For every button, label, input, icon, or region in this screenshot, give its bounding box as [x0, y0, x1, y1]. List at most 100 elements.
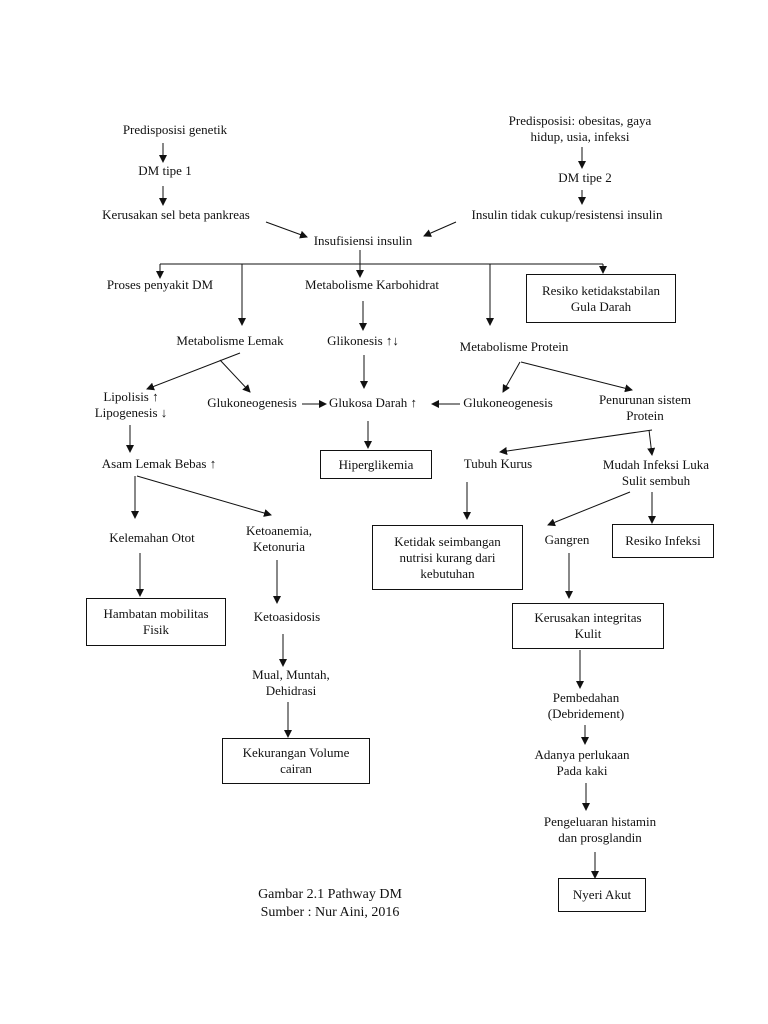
node-text-line: Ketoanemia,	[245, 523, 313, 538]
node-text-line: Tubuh Kurus	[463, 456, 533, 471]
node-kekurangan-volume: Kekurangan Volume cairan	[222, 738, 370, 784]
node-text-line: Sulit sembuh	[621, 473, 691, 488]
node-text-line: Penurunan sistem	[598, 392, 692, 407]
node-kerusakan-integritas: Kerusakan integritas Kulit	[512, 603, 664, 649]
node-text-line: cairan	[280, 761, 312, 776]
node-text-line: Hambatan mobilitas	[103, 606, 209, 621]
node-text-line: dan prosglandin	[558, 830, 642, 845]
node-ketoanemia: Ketoanemia, Ketonuria	[234, 523, 324, 555]
node-text-line: Lipogenesis ↓	[94, 405, 168, 420]
node-text-line: kebutuhan	[420, 565, 475, 581]
node-text-line: Hiperglikemia	[338, 456, 414, 472]
flow-arrow	[423, 221, 457, 237]
node-dm-tipe2: DM tipe 2	[540, 170, 630, 186]
node-text-line: Glikonesis ↑↓	[327, 333, 399, 348]
node-text-line: nutrisi kurang dari	[399, 549, 496, 565]
node-proses-penyakit: Proses penyakit DM	[94, 277, 226, 293]
flow-arrow	[502, 361, 521, 393]
node-ketidak-seimbangan: Ketidak seimbangan nutrisi kurang dari k…	[372, 525, 523, 590]
node-text-line: (Debridement)	[547, 706, 625, 721]
node-text-line: Dehidrasi	[265, 683, 317, 698]
node-text-line: Kerusakan sel beta pankreas	[102, 207, 250, 222]
node-text-line: Adanya perlukaan	[534, 747, 630, 762]
node-predisposisi-obesitas: Predisposisi: obesitas, gaya hidup, usia…	[480, 113, 680, 145]
node-text-line: Lipolisis ↑	[103, 389, 159, 404]
node-text-line: Metabolisme Karbohidrat	[305, 277, 439, 292]
node-text-line: Insulin tidak cukup/resistensi insulin	[471, 207, 663, 222]
node-text-line: DM tipe 1	[138, 163, 192, 178]
node-text-line: Mual, Muntah,	[252, 667, 330, 682]
node-predisposisi-genetik: Predisposisi genetik	[105, 122, 245, 138]
node-text-line: Fisik	[142, 622, 169, 637]
node-text-line: Predisposisi genetik	[122, 122, 228, 137]
node-text-line: Metabolisme Protein	[459, 339, 569, 354]
node-text-line: Protein	[626, 408, 664, 423]
node-glukoneogenesis-left: Glukoneogenesis	[194, 395, 310, 411]
node-text-line: Pada kaki	[556, 763, 608, 778]
node-penurunan-protein: Penurunan sistem Protein	[580, 392, 710, 424]
node-text-line: Gangren	[544, 532, 590, 547]
node-text-line: Kelemahan Otot	[109, 530, 195, 545]
node-text-line: Pengeluaran histamin	[543, 814, 657, 829]
node-tubuh-kurus: Tubuh Kurus	[450, 456, 546, 472]
node-glikonesis: Glikonesis ↑↓	[310, 333, 416, 349]
caption-line-2: Sumber : Nur Aini, 2016	[260, 905, 400, 920]
node-ketoasidosis: Ketoasidosis	[240, 609, 334, 625]
node-hiperglikemia: Hiperglikemia	[320, 450, 432, 479]
node-pembedahan: Pembedahan (Debridement)	[526, 690, 646, 722]
node-text-line: Metabolisme Lemak	[176, 333, 284, 348]
node-metabolisme-lemak: Metabolisme Lemak	[160, 333, 300, 349]
node-lipolisis: Lipolisis ↑ Lipogenesis ↓	[76, 389, 186, 421]
node-text-line: Ketonuria	[253, 539, 305, 554]
flow-arrow	[520, 361, 633, 393]
node-glukoneogenesis-right: Glukoneogenesis	[450, 395, 566, 411]
node-insufisiensi-insulin: Insufisiensi insulin	[298, 233, 428, 249]
node-kelemahan-otot: Kelemahan Otot	[96, 530, 208, 546]
node-kerusakan-sel-beta: Kerusakan sel beta pankreas	[88, 207, 264, 223]
flow-arrow	[547, 491, 631, 527]
node-text-line: Pembedahan	[552, 690, 620, 705]
node-text-line: Ketoasidosis	[253, 609, 321, 624]
node-asam-lemak: Asam Lemak Bebas ↑	[86, 456, 232, 472]
caption-line-1: Gambar 2.1 Pathway DM	[258, 887, 402, 902]
node-metabolisme-protein: Metabolisme Protein	[442, 339, 586, 355]
node-text-line: Ketidak seimbangan	[394, 533, 501, 549]
flow-arrow	[265, 221, 308, 239]
node-adanya-perlukaan: Adanya perlukaan Pada kaki	[522, 747, 642, 779]
node-text-line: Proses penyakit DM	[106, 277, 214, 292]
node-text-line: Mudah Infeksi Luka	[602, 457, 710, 472]
node-text-line: Insufisiensi insulin	[313, 233, 413, 248]
node-nyeri-akut: Nyeri Akut	[558, 878, 646, 912]
flow-arrow	[146, 352, 241, 391]
node-mudah-infeksi: Mudah Infeksi Luka Sulit sembuh	[586, 457, 726, 489]
flow-arrow	[647, 429, 656, 456]
node-text-line: Nyeri Akut	[572, 887, 632, 902]
node-gangren: Gangren	[532, 532, 602, 548]
node-hambatan-mobilitas: Hambatan mobilitas Fisik	[86, 598, 226, 646]
node-insulin-tidak-cukup: Insulin tidak cukup/resistensi insulin	[456, 207, 678, 223]
node-pengeluaran-histamin: Pengeluaran histamin dan prosglandin	[520, 814, 680, 846]
flow-arrow	[136, 475, 272, 517]
node-dm-tipe1: DM tipe 1	[120, 163, 210, 179]
node-text-line: Glukoneogenesis	[207, 395, 297, 410]
node-text-line: hidup, usia, infeksi	[530, 129, 630, 144]
node-resiko-ketidakstabilan: Resiko ketidakstabilan Gula Darah	[526, 274, 676, 323]
node-text-line: Resiko Infeksi	[625, 533, 701, 548]
node-text-line: Asam Lemak Bebas ↑	[101, 456, 217, 471]
node-text-line: Glukoneogenesis	[463, 395, 553, 410]
flow-arrow	[219, 359, 251, 393]
node-text-line: Kerusakan integritas	[534, 610, 642, 625]
node-text-line: Kulit	[574, 626, 602, 641]
node-text-line: DM tipe 2	[558, 170, 612, 185]
node-resiko-infeksi: Resiko Infeksi	[612, 524, 714, 558]
figure-caption: Gambar 2.1 Pathway DM Sumber : Nur Aini,…	[220, 886, 440, 922]
node-text-line: Glukosa Darah ↑	[328, 395, 418, 410]
node-metabolisme-karbohidrat: Metabolisme Karbohidrat	[284, 277, 460, 293]
node-text-line: Gula Darah	[570, 298, 632, 314]
node-glukosa-darah: Glukosa Darah ↑	[318, 395, 428, 411]
flow-arrow	[499, 429, 653, 455]
node-mual-muntah: Mual, Muntah, Dehidrasi	[236, 667, 346, 699]
node-text-line: Predisposisi: obesitas, gaya	[508, 113, 652, 128]
